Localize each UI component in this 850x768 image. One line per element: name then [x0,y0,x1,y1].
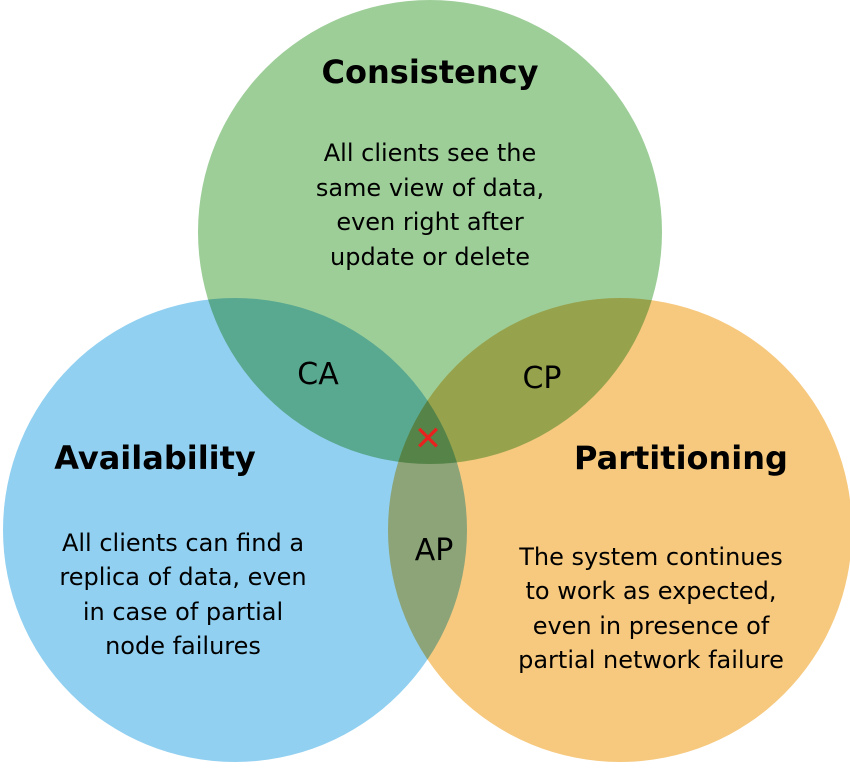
overlap-label-ca: CA [297,357,339,392]
partitioning-desc-line-2: to work as expected, [525,577,776,605]
availability-desc-line-3: in case of partial [83,598,283,626]
consistency-desc-line-1: All clients see the [324,139,536,167]
availability-desc-line-1: All clients can find a [62,529,304,557]
partitioning-desc-line-4: partial network failure [518,646,784,674]
availability-desc-line-2: replica of data, even [59,563,306,591]
availability-desc-line-4: node failures [105,632,261,660]
consistency-title: Consistency [322,53,539,91]
availability-title: Availability [54,439,256,477]
partitioning-desc-line-3: even in presence of [533,612,770,640]
partitioning-title: Partitioning [574,439,788,477]
consistency-desc-line-2: same view of data, [316,174,544,202]
consistency-desc-line-4: update or delete [330,243,530,271]
center-cross-icon: ✕ [414,419,443,459]
partitioning-circle [388,298,850,762]
consistency-desc-line-3: even right after [336,208,524,236]
overlap-label-ap: AP [415,533,454,568]
partitioning-desc-line-1: The system continues [518,543,783,571]
availability-circle [3,298,467,762]
overlap-label-cp: CP [522,361,561,396]
